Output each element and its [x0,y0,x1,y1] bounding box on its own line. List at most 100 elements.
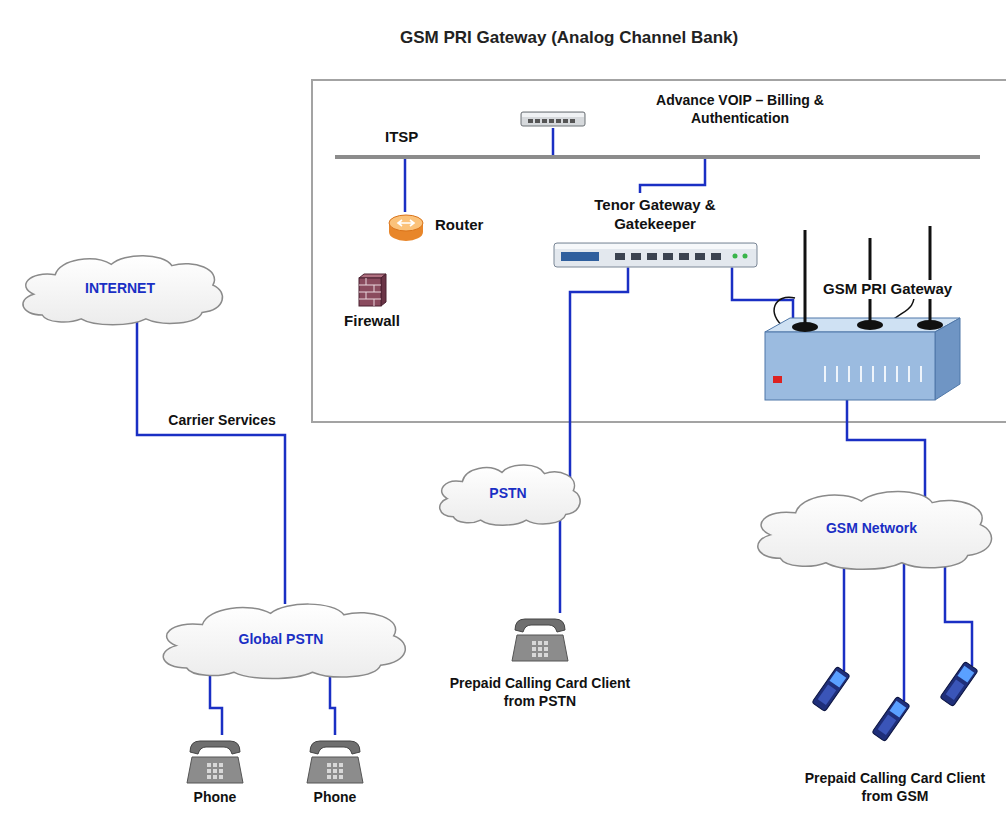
label-block: Prepaid Calling Card Client from GSM [790,770,1000,805]
label-block: Phone [194,789,237,807]
device-icon-part [213,775,217,779]
device-icon-part-part [958,666,975,683]
device-icon [186,735,244,785]
device-icon-part [359,278,381,306]
connector [847,400,925,499]
device-icon-part [848,366,850,382]
cloud-shape-part [163,604,405,678]
device-icon [765,318,960,400]
label-block: Phone [314,789,357,807]
device-icon-part [884,366,886,382]
device-icon-part-part [946,679,965,699]
label-block: GSM Network [826,520,917,538]
connector [903,561,906,701]
network-cloud: PSTN [432,460,584,528]
device-icon-part [896,366,898,382]
node-label: GSM Network [826,520,917,538]
device-icon-part [339,763,343,767]
device-icon-part-part [940,661,978,706]
device-icon-part [521,112,585,126]
device-icon-part [389,215,423,231]
device-icon-part [535,119,540,123]
device-icon-part [538,647,542,651]
device-icon-part [556,119,561,123]
device-icon-part [555,244,756,249]
node-label: Router [435,216,483,235]
device-icon-part [213,763,217,767]
device-icon-part [207,775,211,779]
label-block: PSTN [489,485,526,503]
device-icon-part [570,119,575,123]
device-icon-part [732,253,737,258]
network-cloud: Global PSTN [150,598,412,682]
connector [137,322,285,604]
device-icon-part [307,757,363,783]
device-icon-part [219,769,223,773]
device-icon-part [929,226,932,324]
device-icon-part [872,366,874,382]
connector [945,557,972,666]
label-block: INTERNET [85,280,155,298]
router-icon: Router [388,212,424,242]
mobile-clients: Prepaid Calling Card Client from GSM [790,650,1000,822]
device-icon-part [549,119,554,123]
node-label: ITSP [385,128,418,147]
device-icon-part [207,769,211,773]
device-icon-part [711,253,721,260]
label-block: Firewall [344,312,400,331]
device-icon-part [804,230,807,326]
device-icon-part [213,769,217,773]
label-block: Tenor Gateway & Gatekeeper [580,196,730,234]
device-icon-part [544,641,548,645]
label-block: Global PSTN [239,631,324,649]
node-label: Prepaid Calling Card Client from GSM [790,770,1000,805]
device-icon-part [563,119,568,123]
node-label: PSTN [489,485,526,503]
node-label: GSM PRI Gateway [823,280,952,299]
gsm-gateway-device: GSM PRI Gateway [765,318,960,400]
gateway-device: Tenor Gateway & Gatekeeper [553,196,758,268]
desk-phone: Phone [180,735,250,807]
node-label: Phone [314,789,357,807]
device-icon-part [940,661,978,706]
network-cloud: GSM Network [745,485,998,573]
label-block: Advance VOIP – Billing & Authentication [632,92,848,127]
billing-switch: Advance VOIP – Billing & Authentication [520,110,586,128]
device-icon-part [327,769,331,773]
device-icon-part-part [878,714,897,734]
label-block: Prepaid Calling Card Client from PSTN [445,675,635,710]
device-icon-part [532,647,536,651]
device-icon-part [935,318,960,400]
device-icon-part [679,253,689,260]
connector [570,268,628,481]
device-icon [357,272,387,308]
connector [552,128,555,155]
device-icon-part [908,366,910,382]
device-icon-part [532,641,536,645]
device-icon-part [773,376,782,383]
device-icon-part [542,119,547,123]
device-icon-part [310,741,360,754]
label-block: Router [432,216,486,235]
device-icon-part-part [812,666,850,711]
device-icon-part [339,775,343,779]
connector [843,567,846,671]
device-icon-part [920,366,922,382]
device-icon-part [512,635,568,661]
node-label: Advance VOIP – Billing & Authentication [635,92,845,127]
node-label: Firewall [344,312,400,331]
firewall-icon: Firewall [332,272,412,331]
device-icon [388,212,424,242]
device-icon-part [333,775,337,779]
device-icon [511,613,569,663]
label-block: ITSP [383,128,420,147]
diagram-title: GSM PRI Gateway (Analog Channel Bank) [400,28,738,48]
device-icon-part [695,253,705,260]
device-icon-part [615,253,625,260]
device-icon-part [219,775,223,779]
device-icon-part [515,619,565,632]
node-label: Prepaid Calling Card Client from PSTN [445,675,635,710]
device-icon-part [532,653,536,657]
